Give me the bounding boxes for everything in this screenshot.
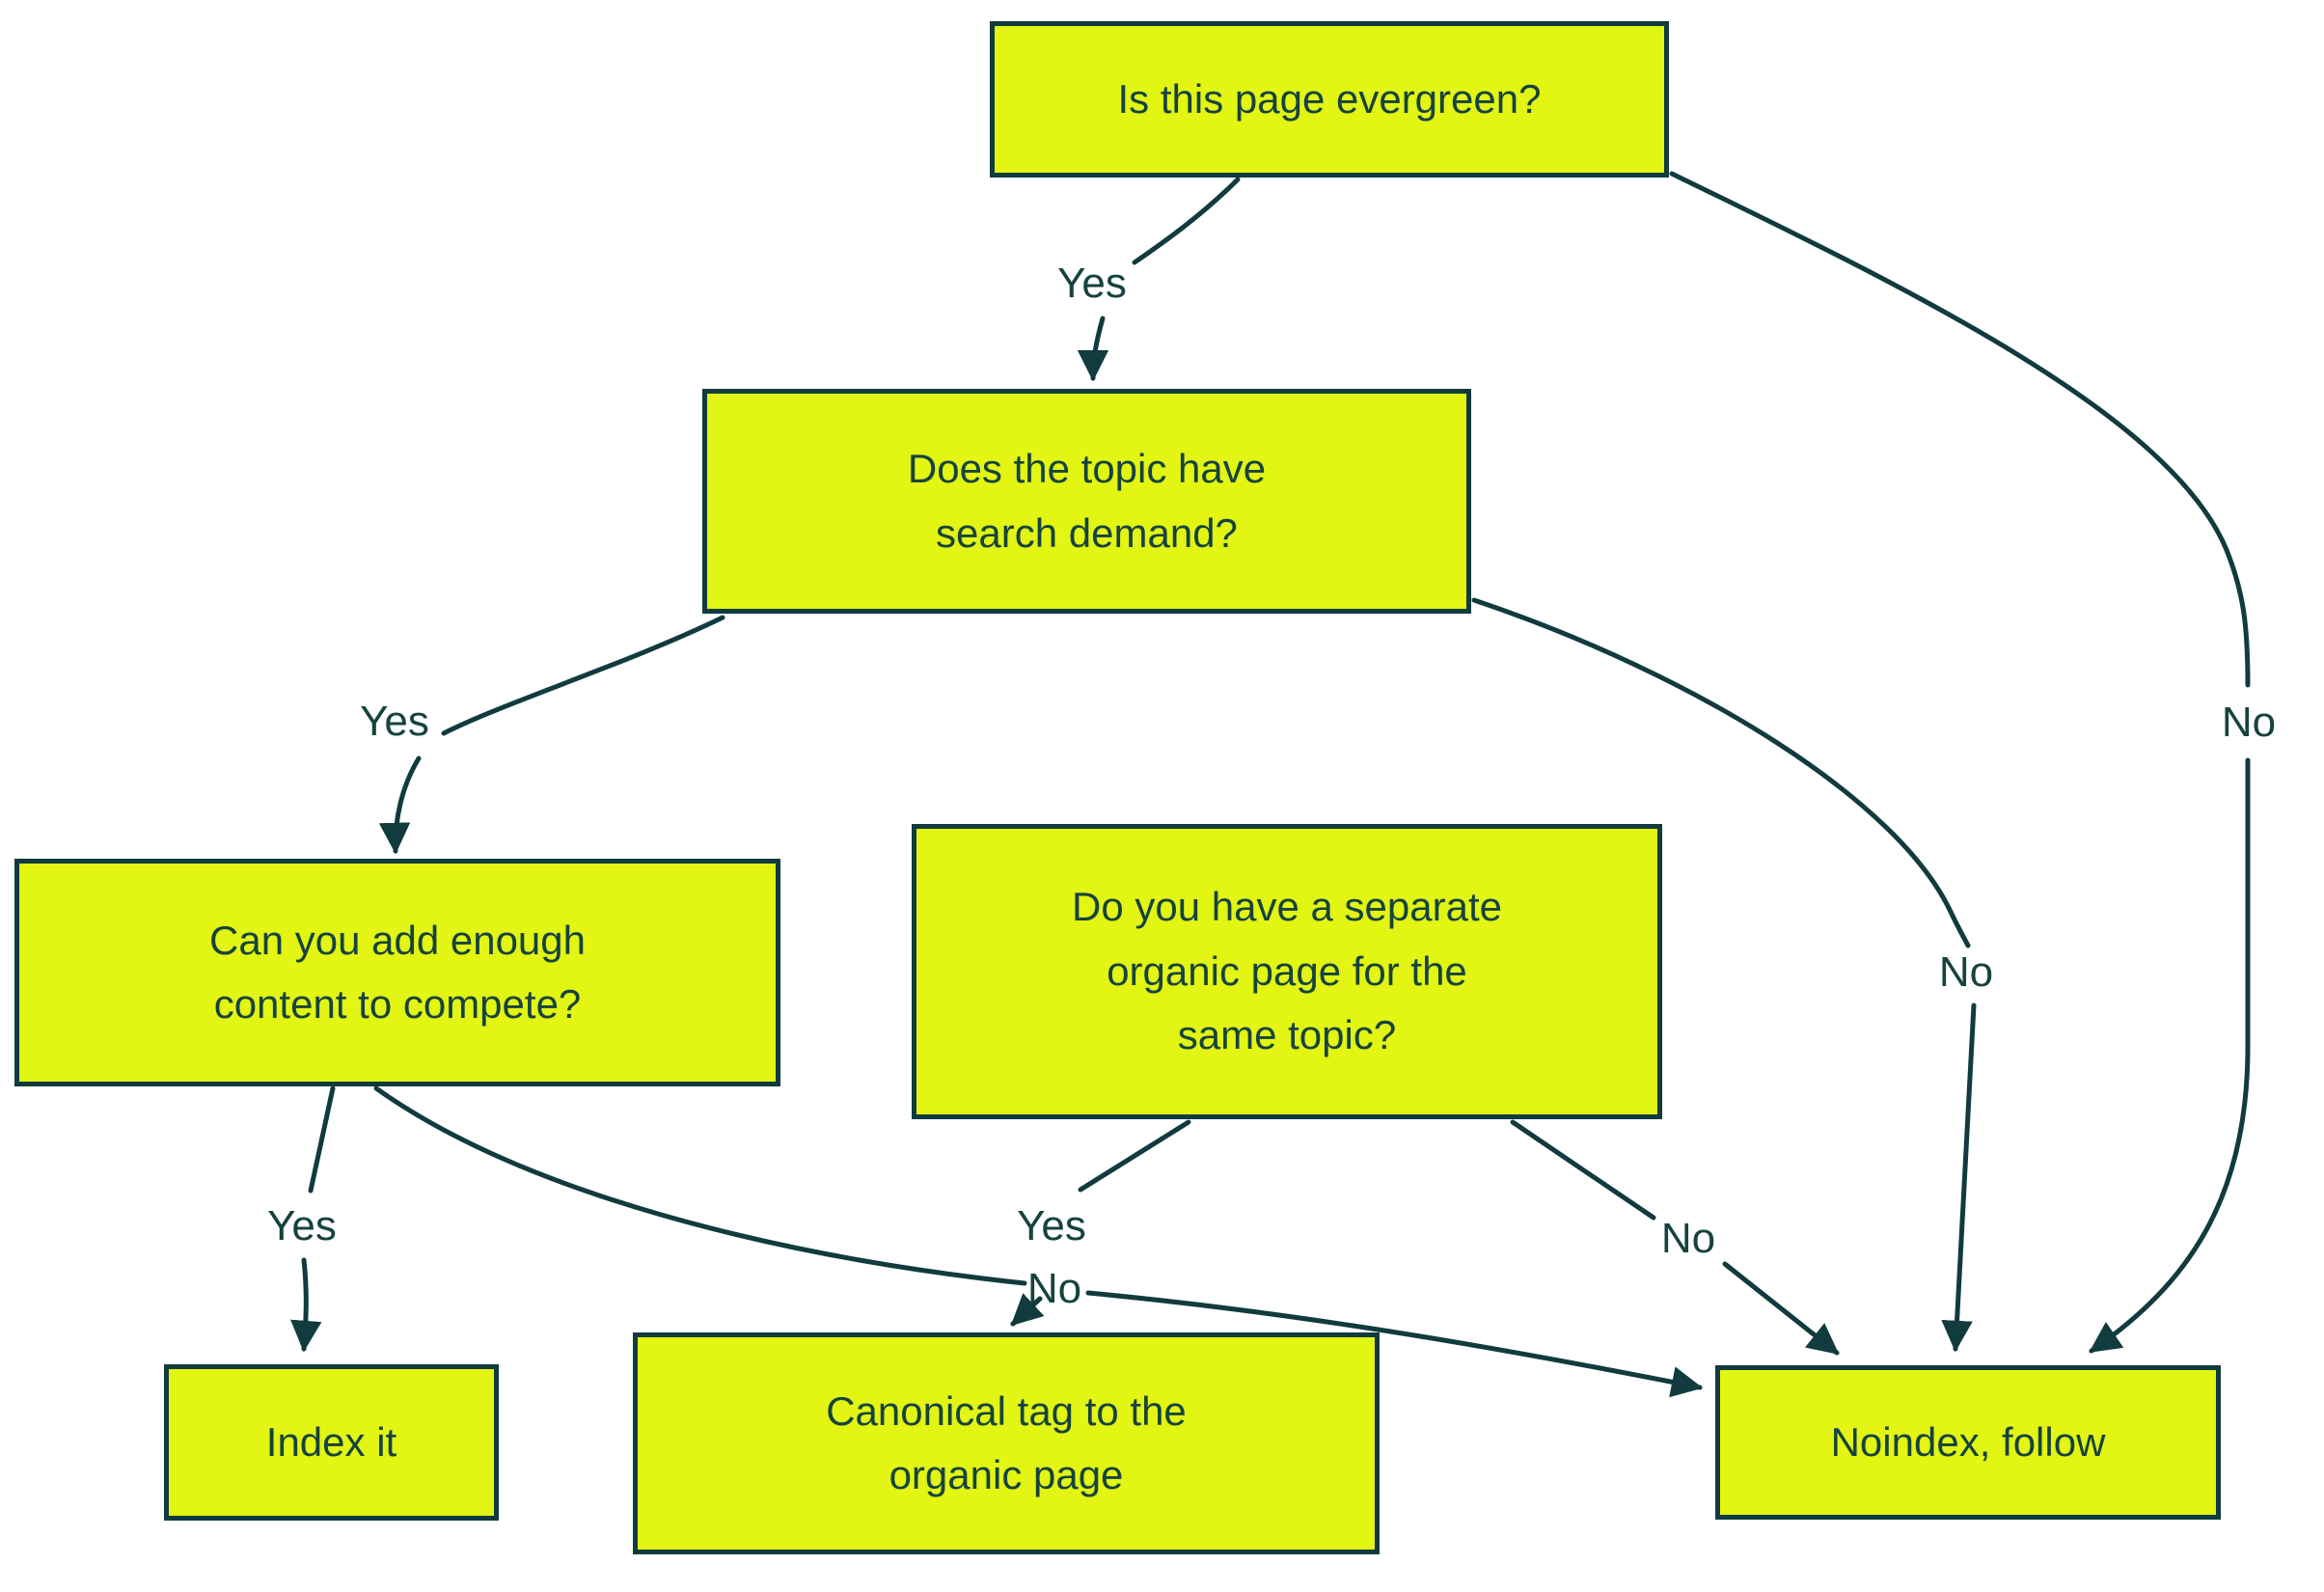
node-label: Index it [265,1418,397,1465]
edge-label-separate-organic-yes: Yes [1017,1202,1086,1249]
edge-label-separate-organic-no: No [1660,1215,1716,1262]
edge-add-content-no [373,1085,1704,1398]
node-separate-organic-page: Do you have a separate organic page for … [912,824,1662,1119]
node-canonical-tag: Canonical tag to the organic page [633,1332,1380,1554]
node-search-demand: Does the topic have search demand? [702,389,1471,614]
edge-label-search-demand-no: No [1938,948,1994,996]
edge-search-demand-no [1471,597,1977,1353]
edge-search-demand-yes [378,615,725,855]
edge-separate-organic-no [1510,1119,1840,1356]
edge-separate-organic-yes [1010,1119,1191,1327]
edge-label-evergreen-yes: Yes [1057,260,1127,307]
edge-add-content-yes [290,1085,336,1353]
edge-label-evergreen-no: No [2221,699,2277,746]
edge-evergreen-yes [1077,177,1241,382]
edge-label-search-demand-yes: Yes [360,698,429,745]
node-add-enough-content: Can you add enough content to compete? [14,859,780,1086]
node-is-page-evergreen: Is this page evergreen? [990,21,1669,178]
node-noindex-follow: Noindex, follow [1715,1365,2221,1520]
edge-label-add-content-no: No [1026,1265,1082,1312]
node-label: Does the topic have search demand? [907,446,1267,556]
edge-evergreen-no [1669,171,2251,1354]
node-label: Do you have a separate organic page for … [1072,884,1502,1058]
node-label: Is this page evergreen? [1117,75,1542,122]
node-index-it: Index it [164,1364,499,1521]
node-label: Can you add enough content to compete? [209,917,586,1027]
node-label: Canonical tag to the organic page [826,1387,1187,1497]
node-label: Noindex, follow [1830,1418,2106,1465]
edge-label-add-content-yes: Yes [267,1202,337,1249]
